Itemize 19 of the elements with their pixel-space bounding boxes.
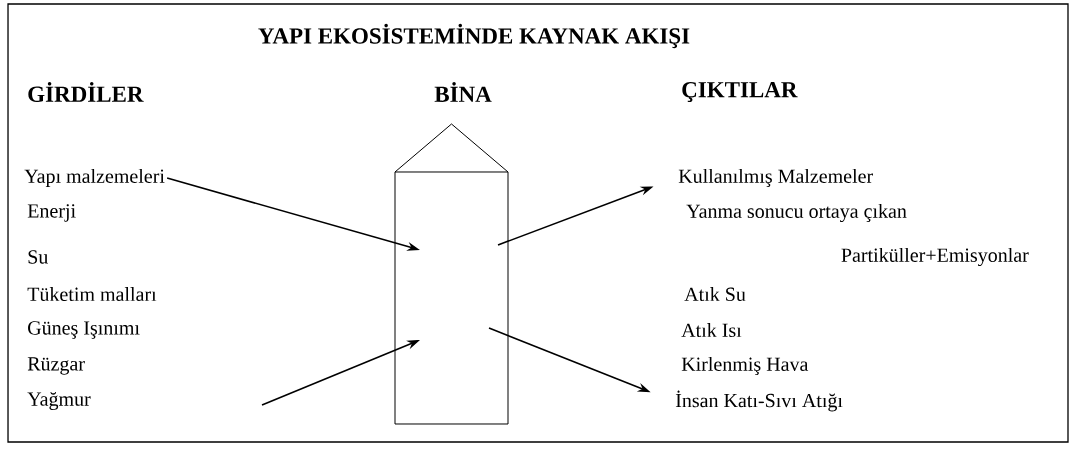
list-item: Kullanılmış Malzemeler [678,168,873,188]
title: YAPI EKOSİSTEMİNDE KAYNAK AKIŞI [258,23,690,49]
list-item: Enerji [27,204,76,222]
list-item: Partiküller+Emisyonlar [841,247,1029,267]
list-item: Yapı malzemeleri [24,168,165,188]
list-item: Tüketim malları [27,286,157,301]
column-heading: BİNA [434,82,492,102]
column-heading: GİRDİLER [28,82,144,102]
list-item: Atık Su [684,286,746,301]
column-heading: ÇIKTILAR [682,82,798,102]
list-item: Rüzgar [27,357,85,375]
list-item: Kirlenmiş Hava [681,356,809,376]
list-item: Atık Isı [681,322,742,337]
building-drawing [394,123,509,425]
list-item: Su [28,250,48,264]
list-item: İnsan Katı-Sıvı Atığı [675,390,843,412]
list-item: Güneş Işınımı [28,321,140,339]
list-item: Yağmur [27,392,91,410]
list-item: Yanma sonucu ortaya çıkan [686,203,907,223]
